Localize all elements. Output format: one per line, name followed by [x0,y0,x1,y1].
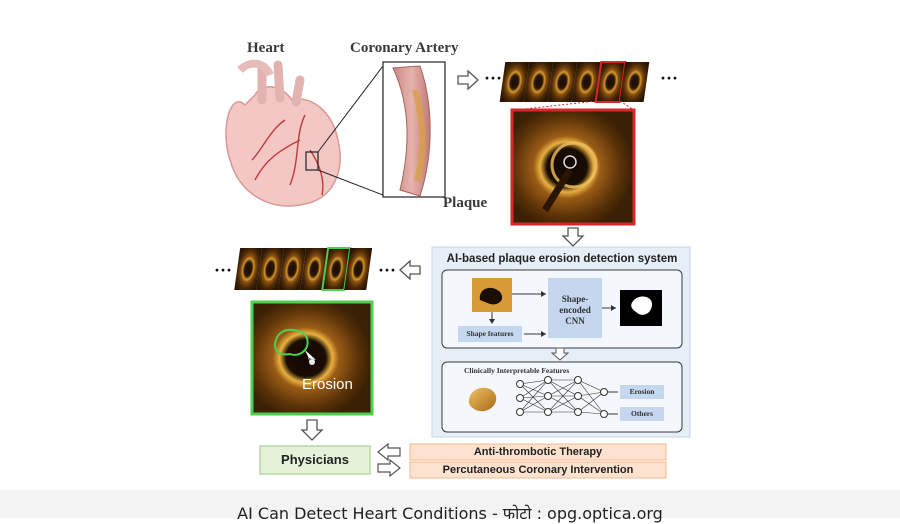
output-others: Others [630,409,654,418]
arrow-down-icon [561,227,585,247]
double-arrow-icon [377,442,401,478]
heart-illustration [225,59,384,207]
coronary-artery-illustration [382,61,446,198]
oct-frame-strip-bottom [234,247,373,291]
oct-image-erosion [250,300,374,416]
physicians-label: Physicians [281,452,349,467]
output-erosion: Erosion [629,387,655,396]
therapy-box-2 [409,461,667,479]
physicians-box [259,445,371,475]
ellipsis-top-left: ··· [484,68,503,88]
plaque-label: Plaque [443,195,488,211]
ellipsis-bottom-right: ··· [378,260,397,280]
arrow-right-icon [457,69,479,91]
therapy-box-1 [409,443,667,461]
ellipsis-top-right: ··· [660,68,679,88]
image-caption: AI Can Detect Heart Conditions - फोटो : … [237,504,663,523]
oct-image-selected [510,108,636,226]
shape-features-label: Shape features [466,329,514,338]
arrow-left-icon [399,259,421,281]
therapy-pci: Percutaneous Coronary Intervention [442,464,634,476]
arrow-down-icon [300,419,324,441]
coronary-artery-label: Coronary Artery [350,40,459,56]
ellipsis-bottom-left: ··· [214,260,233,280]
cnn-label: Shape-encoded CNN [559,294,591,326]
erosion-label: Erosion [302,376,353,393]
ai-system-panel [431,246,691,438]
oct-frame-strip-top [499,61,650,103]
heart-label: Heart [247,40,285,56]
ai-system-title: AI-based plaque erosion detection system [446,253,678,265]
clinical-features-title: Clinically Interpretable Features [464,366,570,375]
therapy-anti-thrombotic: Anti-thrombotic Therapy [473,446,603,458]
caption-bar [0,490,900,518]
